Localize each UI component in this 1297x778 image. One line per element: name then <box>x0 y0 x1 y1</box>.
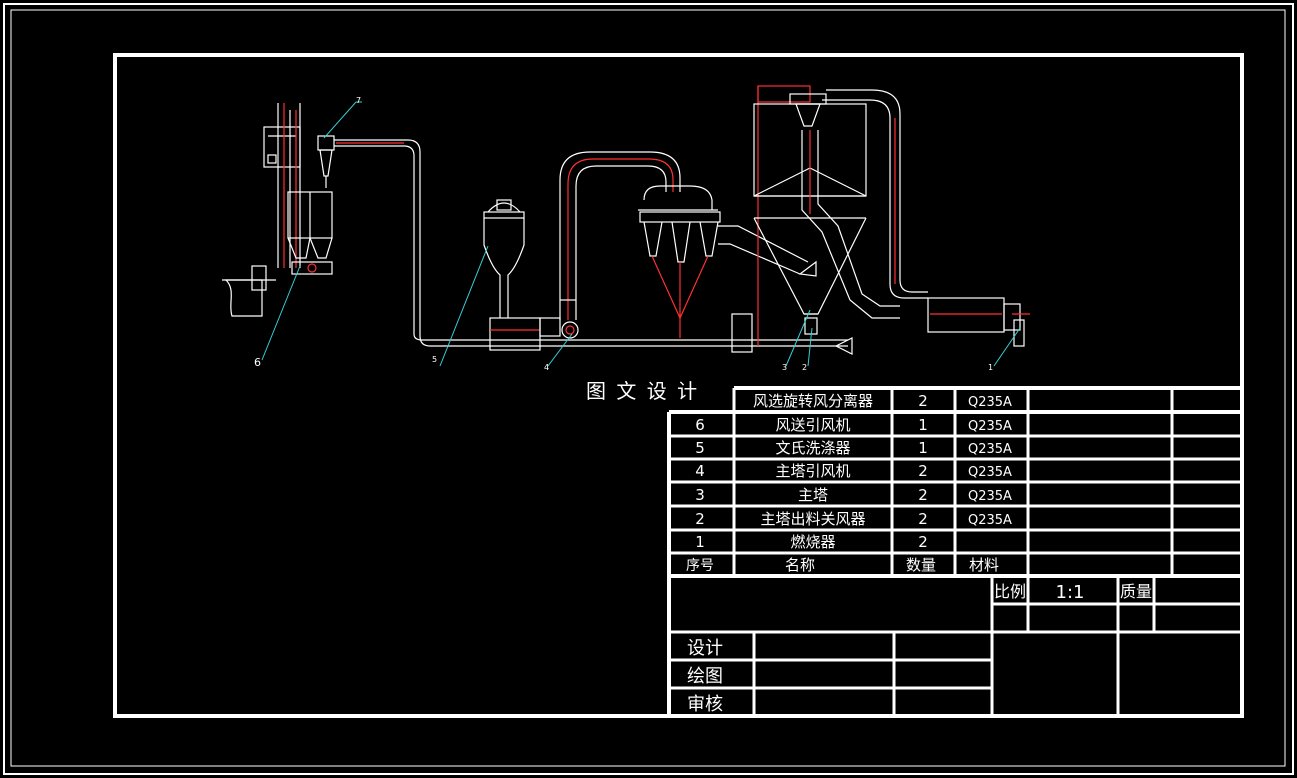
bom-name: 风选旋转风分离器 <box>753 392 873 410</box>
bom-name: 主塔引风机 <box>775 462 850 480</box>
bom-row: 风选旋转风分离器 2 Q235A <box>753 392 1012 410</box>
title-block: 比例 1:1 质量 设计 绘图 审核 <box>687 582 1152 715</box>
bom-qty: 2 <box>918 392 928 410</box>
bom-name: 主塔 <box>798 486 828 504</box>
leader-label-1: 1 <box>988 363 993 372</box>
bom-row: 3 主塔 2 Q235A <box>695 486 1012 504</box>
venturi-scrubber <box>483 199 561 351</box>
bom-qty: 1 <box>918 416 928 434</box>
bom-no: 2 <box>695 510 705 528</box>
bom-row: 5 文氏洗涤器 1 Q235A <box>695 439 1012 457</box>
bom-qty: 2 <box>918 533 928 551</box>
bom-material: Q235A <box>968 513 1012 528</box>
bom-no: 4 <box>695 462 705 480</box>
bom-row: 6 风送引风机 1 Q235A <box>695 416 1012 434</box>
bom-material: Q235A <box>968 489 1012 504</box>
design-label: 设计 <box>687 638 723 659</box>
main-tower <box>753 85 928 346</box>
bom-row: 1 燃烧器 2 <box>695 533 928 551</box>
bom-qty: 1 <box>918 439 928 457</box>
bom-material: Q235A <box>968 395 1012 410</box>
scale-value: 1:1 <box>1056 582 1085 603</box>
bom-no: 1 <box>695 533 705 551</box>
leader-label-3: 3 <box>782 363 787 372</box>
bom-no: 6 <box>695 416 705 434</box>
bom-header-material: 材料 <box>969 556 999 574</box>
sheet-border <box>10 9 1286 767</box>
left-dryer-column <box>222 103 335 317</box>
bom-material: Q235A <box>968 465 1012 480</box>
transfer-duct <box>334 139 848 347</box>
bom-no: 5 <box>695 439 705 457</box>
bom-qty: 2 <box>918 510 928 528</box>
bom-qty: 2 <box>918 462 928 480</box>
bom-material: Q235A <box>968 442 1012 457</box>
bom-name: 文氏洗涤器 <box>775 439 850 457</box>
bom-name: 主塔出料关风器 <box>760 510 865 528</box>
bom-header-row: 序号 名称 数量 材料 <box>686 556 999 574</box>
bom-row: 4 主塔引风机 2 Q235A <box>695 462 1012 480</box>
leader-label-2: 2 <box>802 363 807 372</box>
main-fan-and-arch <box>559 151 681 339</box>
draw-label: 绘图 <box>687 666 723 687</box>
bom-name: 燃烧器 <box>790 533 835 551</box>
drawing-frame <box>113 53 1244 718</box>
process-diagram: 7 6 5 4 3 2 1 <box>222 85 1030 372</box>
leader-label-7: 7 <box>356 96 361 105</box>
scale-label: 比例 <box>994 582 1026 601</box>
bom-rows: 风选旋转风分离器 2 Q235A 6 风送引风机 1 Q235A 5 文氏洗涤器… <box>686 392 1012 574</box>
bom-table <box>667 386 1242 716</box>
bom-header-no: 序号 <box>686 558 714 574</box>
leader-label-5: 5 <box>432 355 437 364</box>
leader-label-4: 4 <box>544 363 549 372</box>
watermark-title: 图 文 设 计 <box>586 379 699 403</box>
bom-no: 3 <box>695 486 705 504</box>
outer-border <box>3 3 1294 775</box>
leader-label-6: 6 <box>254 356 261 369</box>
multi-cyclone <box>638 185 817 353</box>
bom-material: Q235A <box>968 419 1012 434</box>
bom-name: 风送引风机 <box>775 416 850 434</box>
bom-header-qty: 数量 <box>906 556 936 574</box>
bom-header-name: 名称 <box>785 556 815 574</box>
leader-lines <box>261 101 1021 367</box>
burner <box>835 297 1030 355</box>
mass-label: 质量 <box>1120 582 1152 601</box>
review-label: 审核 <box>687 694 723 715</box>
bom-row: 2 主塔出料关风器 2 Q235A <box>695 510 1012 528</box>
bom-qty: 2 <box>918 486 928 504</box>
